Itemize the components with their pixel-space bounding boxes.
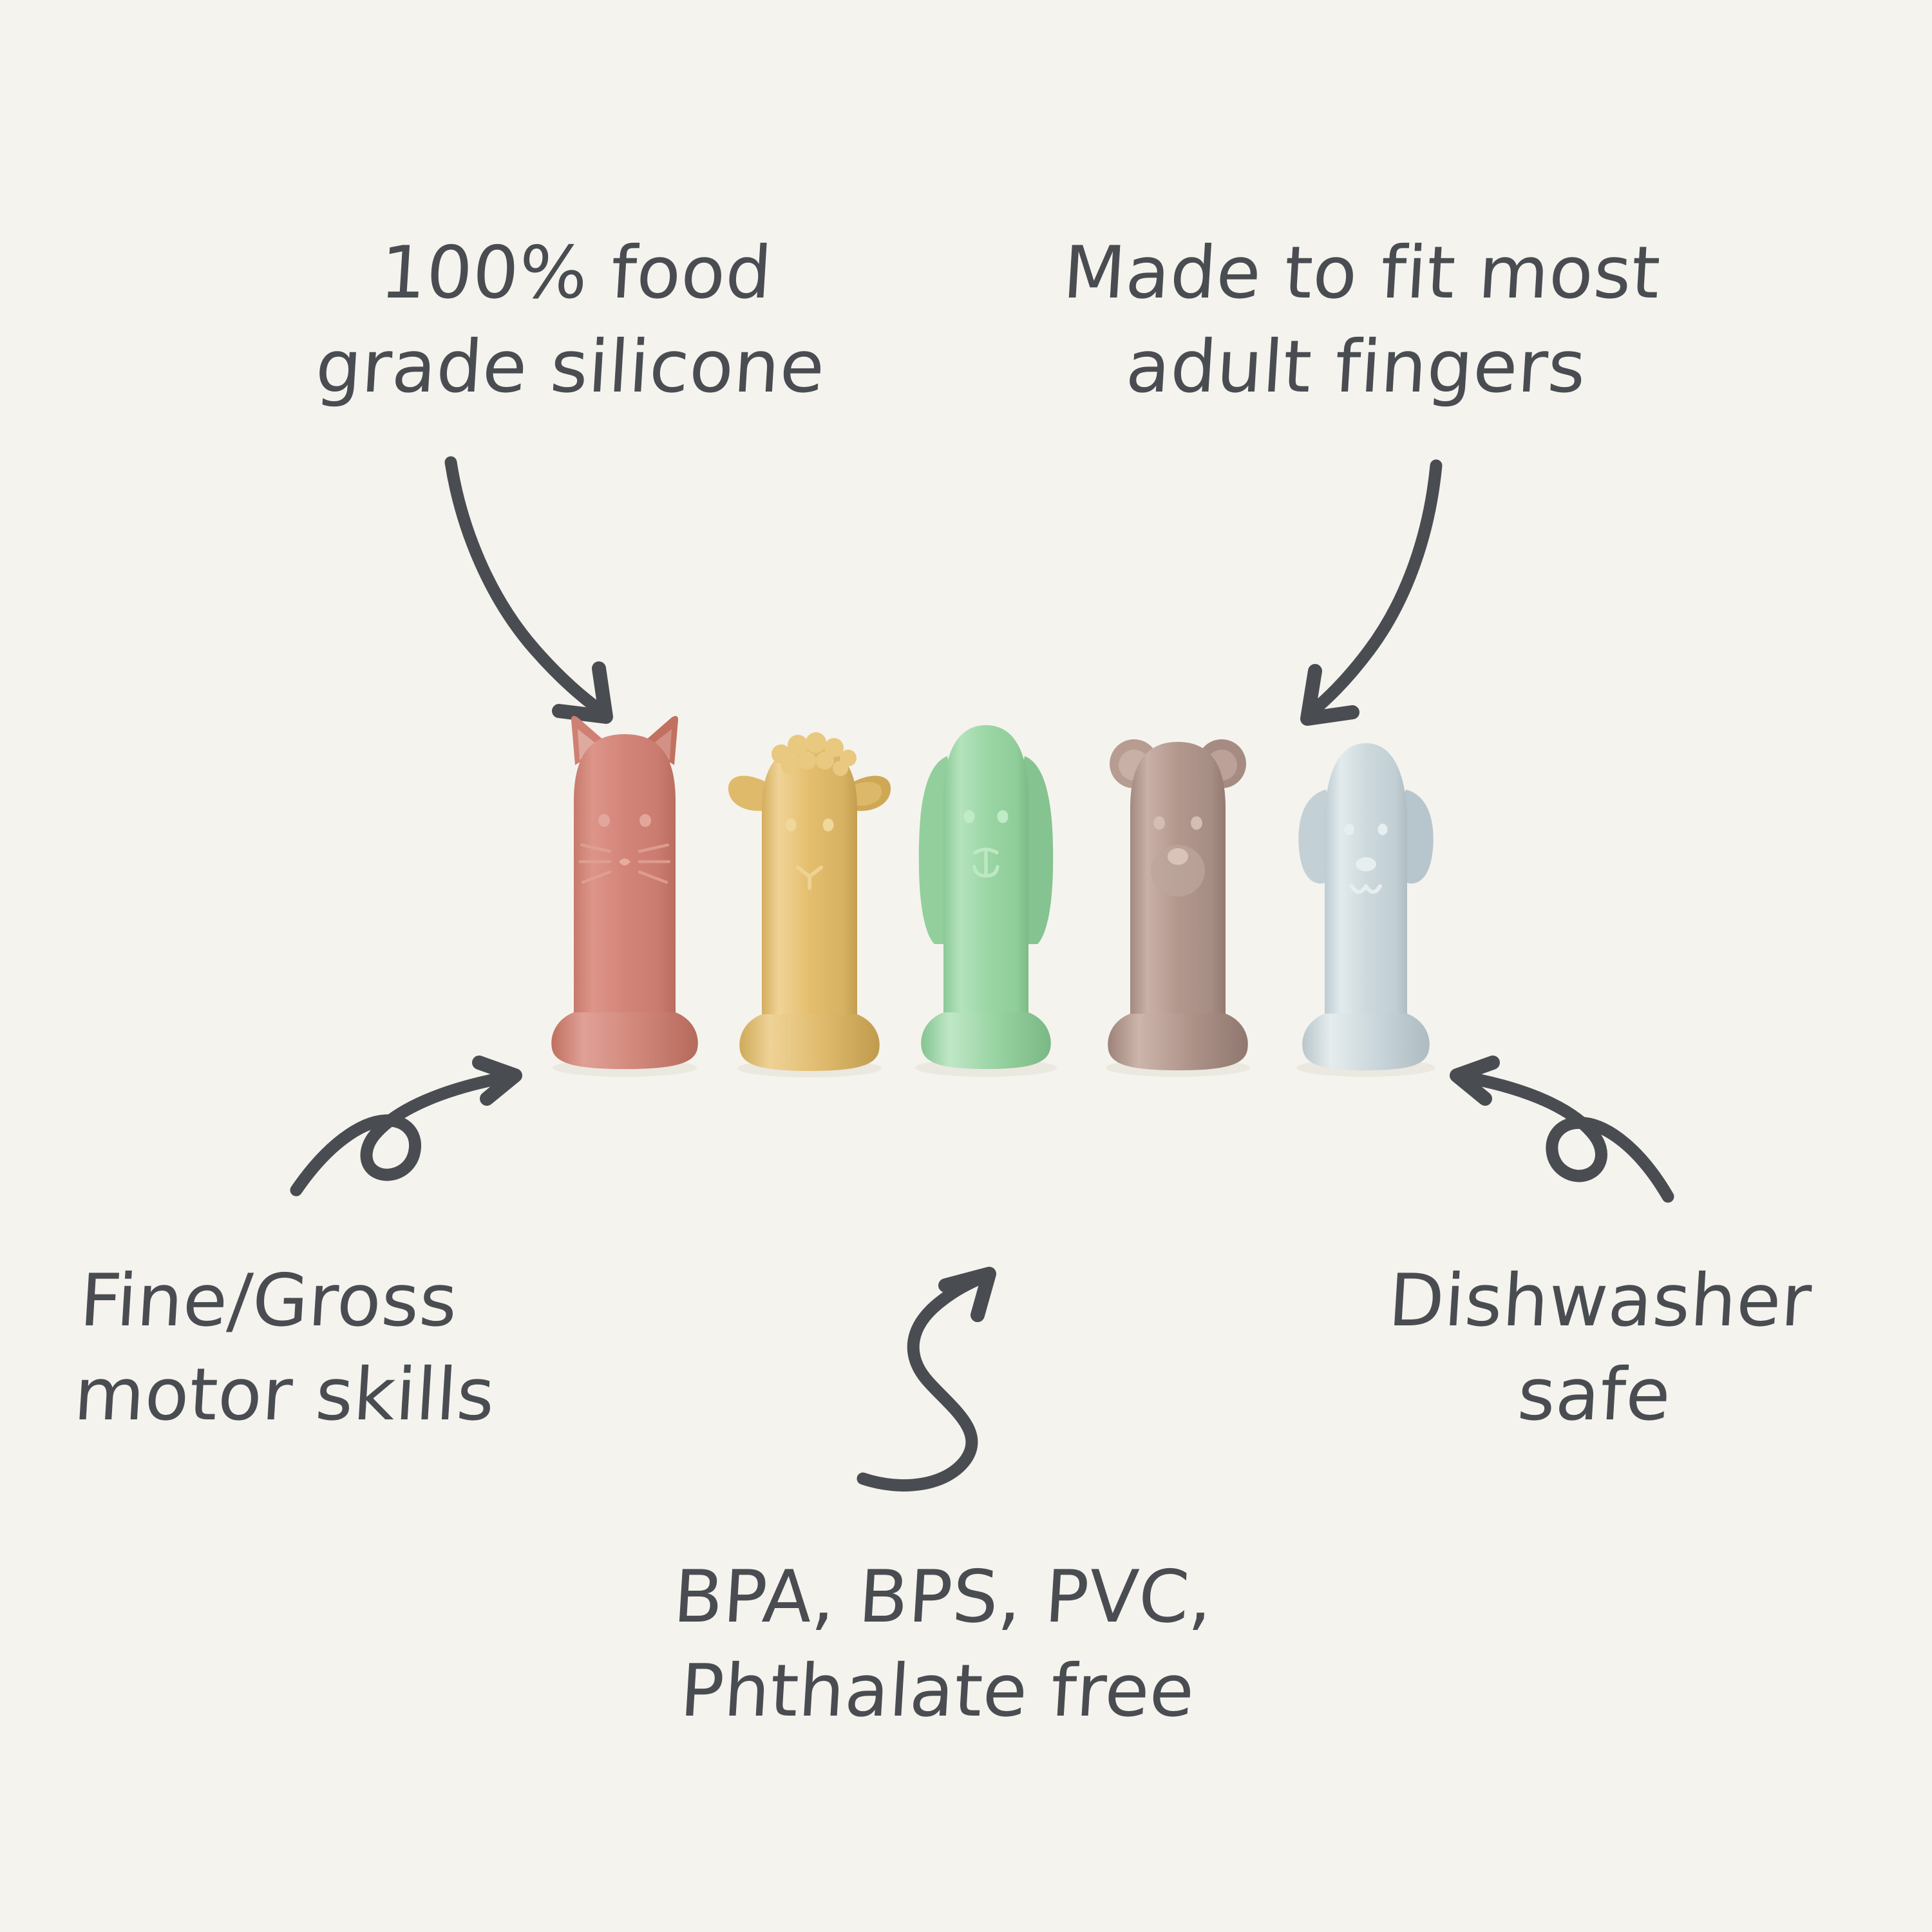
product-group (544, 663, 1446, 1077)
caption-food-grade: 100% food grade silicone (313, 231, 828, 409)
looped-arrow-up-right-icon (290, 1056, 522, 1197)
product-figure-lamb (726, 699, 893, 1077)
product-figure-bear (1095, 702, 1260, 1077)
caption-adult-fingers: Made to fit most adult fingers (1061, 231, 1663, 409)
looped-arrow-up-left-icon (1450, 1056, 1674, 1203)
s-curve-arrow-up-right-icon (857, 1267, 996, 1492)
caption-motor-skills: Fine/Gross motor skills (71, 1259, 498, 1437)
product-figure-bunny (906, 689, 1066, 1077)
product-figure-cat (544, 689, 705, 1077)
caption-bpa-free: BPA, BPS, PVC, Phthalate free (671, 1555, 1215, 1733)
product-figure-dog (1286, 715, 1446, 1077)
caption-dishwasher-safe: Dishwasher safe (1386, 1259, 1814, 1437)
